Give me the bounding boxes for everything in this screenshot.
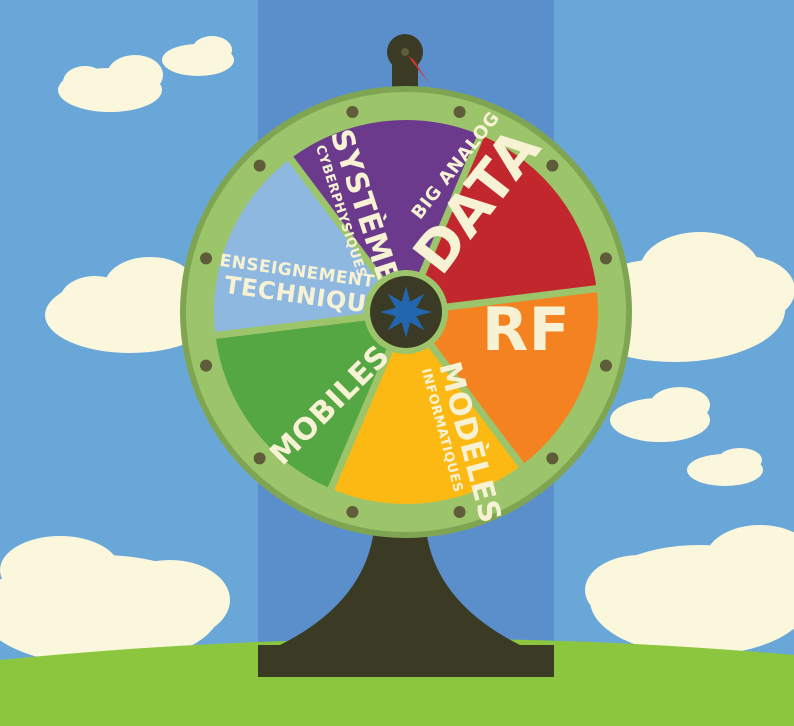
rim-bolt — [253, 159, 266, 172]
cloud-top-left — [58, 55, 163, 112]
cloud-bottom-left — [0, 536, 230, 665]
grass-hill — [0, 638, 794, 726]
segment-systemes — [290, 119, 482, 312]
segment-data — [406, 135, 597, 312]
pointer-arrow — [408, 56, 440, 98]
wheel-segments — [213, 119, 598, 504]
hub-star-icon — [380, 286, 432, 338]
segment-mobiles — [215, 312, 406, 489]
rim-bolt — [453, 505, 466, 518]
cloud-right-low — [610, 387, 710, 442]
rim-bolt — [200, 252, 213, 265]
rim-bolt — [253, 452, 266, 465]
segment-enseignement — [213, 158, 406, 336]
cloud-top-mid — [162, 36, 234, 76]
rim-bolt — [546, 159, 559, 172]
segment-modeles — [330, 312, 522, 504]
cloud-bottom-right — [585, 525, 794, 655]
segment-rf — [406, 288, 598, 466]
label-rf: RF — [482, 295, 570, 365]
rim-bolt — [200, 359, 213, 372]
rim-bolt — [599, 252, 612, 265]
cloud-left — [45, 257, 215, 353]
rim-bolt — [599, 359, 612, 372]
cloud-right-small — [687, 448, 763, 486]
rim-bolt — [346, 505, 359, 518]
rim-bolt — [453, 106, 466, 119]
rim-bolt — [546, 452, 559, 465]
rim-bolts — [200, 106, 612, 518]
stand-base — [258, 645, 554, 677]
pointer-pivot-dot — [401, 48, 409, 56]
wheel-stand — [280, 520, 520, 645]
rim-bolt — [346, 106, 359, 119]
